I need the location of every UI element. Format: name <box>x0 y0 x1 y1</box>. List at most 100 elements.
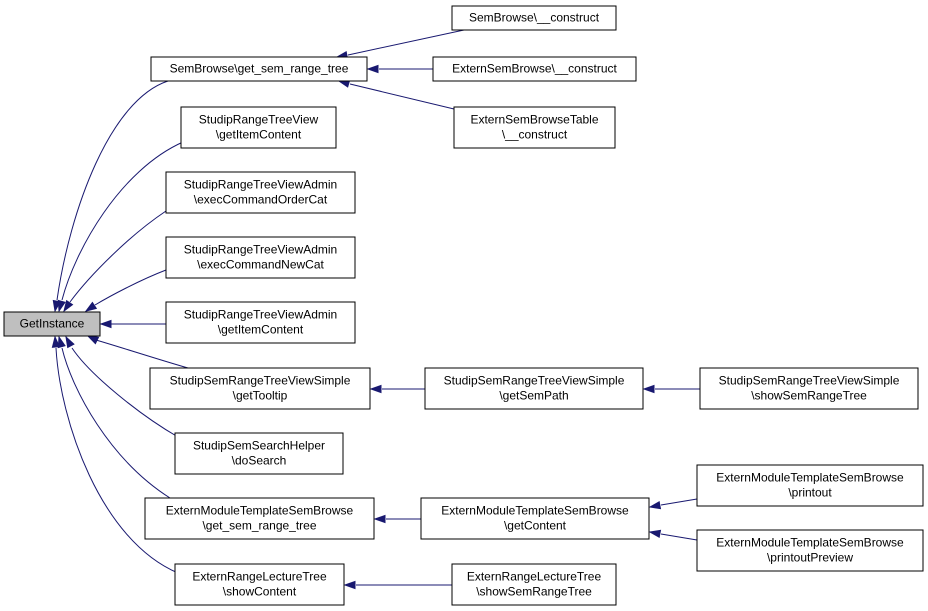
node-label: \getSemPath <box>499 389 568 403</box>
node-label: \doSearch <box>232 454 287 468</box>
arrowhead-icon <box>99 319 112 329</box>
edge-externmoduletemplatesembrowse-get-sem-range-tree-to-getinstance <box>57 335 171 499</box>
node-label: \getContent <box>504 519 567 533</box>
node-label: \__construct <box>502 128 568 142</box>
node-label: \getItemContent <box>218 323 304 337</box>
node-label: \execCommandNewCat <box>197 258 324 272</box>
node-box <box>165 236 356 279</box>
edge-studiprangetreeview-getitemcontent-to-getinstance <box>57 141 184 313</box>
node-box <box>451 563 617 606</box>
node-label: \printout <box>788 486 832 500</box>
edge-line <box>349 83 455 110</box>
node-label: \getItemContent <box>216 128 302 142</box>
edge-studipsemrangetreeviewsimple-gettooltip-to-getinstance <box>86 335 189 369</box>
node-label: \showContent <box>223 585 297 599</box>
edge-line <box>95 339 189 369</box>
arrowhead-icon <box>343 580 356 590</box>
arrowhead-icon <box>86 335 100 345</box>
edge-externsembrowse-construct-to-sembrowse-get-sem-range-tree <box>366 64 433 74</box>
edge-studiprangetreeviewadmin-execcommandnewcat-to-getinstance <box>84 269 167 312</box>
node-box <box>174 563 345 606</box>
node-box <box>420 497 650 540</box>
node-label: ExternModuleTemplateSemBrowse <box>716 471 904 485</box>
node-studipsemrangetreeviewsimple-getsempath[interactable]: StudipSemRangeTreeViewSimple\getSemPath <box>424 367 644 410</box>
node-studiprangetreeviewadmin-getitemcontent[interactable]: StudipRangeTreeViewAdmin\getItemContent <box>165 301 356 344</box>
node-label: ExternRangeLectureTree <box>192 570 327 584</box>
node-label: \getTooltip <box>233 389 288 403</box>
node-box <box>174 432 344 475</box>
edge-externmoduletemplatesembrowse-printout-to-externmoduletemplatesembrowse-getcontent <box>648 498 698 510</box>
node-box <box>165 171 356 214</box>
edge-externsembrowsetable-construct-to-sembrowse-get-sem-range-tree <box>337 79 455 110</box>
nodes-layer: GetInstanceSemBrowse\get_sem_range_treeS… <box>3 5 924 606</box>
node-label: GetInstance <box>20 317 85 331</box>
node-box <box>451 5 617 31</box>
node-label: \showSemRangeTree <box>751 389 867 403</box>
node-box <box>149 367 371 410</box>
node-externsembrowsetable-construct[interactable]: ExternSemBrowseTable\__construct <box>453 106 616 149</box>
arrowhead-icon <box>65 335 75 349</box>
node-externmoduletemplatesembrowse-printout[interactable]: ExternModuleTemplateSemBrowse\printout <box>696 464 924 507</box>
arrowhead-icon <box>57 335 66 349</box>
node-studiprangetreeviewadmin-execcommandnewcat[interactable]: StudipRangeTreeViewAdmin\execCommandNewC… <box>165 236 356 279</box>
node-studipsemsearchhelper-dosearch[interactable]: StudipSemSearchHelper\doSearch <box>174 432 344 475</box>
edge-externmoduletemplatesembrowse-printoutpreview-to-externmoduletemplatesembrowse-getcontent <box>648 529 698 541</box>
node-studiprangetreeview-getitemcontent[interactable]: StudipRangeTreeView\getItemContent <box>180 106 337 149</box>
node-label: ExternModuleTemplateSemBrowse <box>716 536 904 550</box>
node-label: StudipRangeTreeViewAdmin <box>184 308 337 322</box>
node-label: StudipRangeTreeViewAdmin <box>184 178 337 192</box>
node-label: SemBrowse\__construct <box>469 11 600 25</box>
node-box <box>696 464 924 507</box>
arrowhead-icon <box>648 529 662 538</box>
node-sembrowse-get-sem-range-tree[interactable]: SemBrowse\get_sem_range_tree <box>150 56 368 82</box>
edge-line <box>61 141 184 301</box>
edge-studiprangetreeviewadmin-getitemcontent-to-getinstance <box>99 319 166 329</box>
arrowhead-icon <box>373 514 386 524</box>
arrowhead-icon <box>648 501 662 510</box>
edge-studiprangetreeviewadmin-execcommandordercat-to-getinstance <box>63 210 167 313</box>
arrowhead-icon <box>366 64 379 74</box>
node-label: \printoutPreview <box>767 551 853 565</box>
edges-layer <box>51 29 700 590</box>
edge-line <box>61 347 171 499</box>
edge-line <box>56 80 169 301</box>
node-externmoduletemplatesembrowse-printoutpreview[interactable]: ExternModuleTemplateSemBrowse\printoutPr… <box>696 529 924 572</box>
node-label: ExternRangeLectureTree <box>467 570 602 584</box>
node-externrangelecturetree-showsemrangetree[interactable]: ExternRangeLectureTree\showSemRangeTree <box>451 563 617 606</box>
node-label: \showSemRangeTree <box>476 585 592 599</box>
edge-studipsemrangetreeviewsimple-getsempath-to-studipsemrangetreeviewsimple-gettooltip <box>369 384 425 394</box>
node-externmoduletemplatesembrowse-getcontent[interactable]: ExternModuleTemplateSemBrowse\getContent <box>420 497 650 540</box>
node-box <box>150 56 368 82</box>
edge-sembrowse-construct-to-sembrowse-get-sem-range-tree <box>335 29 465 60</box>
node-externmoduletemplatesembrowse-get-sem-range-tree[interactable]: ExternModuleTemplateSemBrowse\get_sem_ra… <box>144 497 375 540</box>
node-getinstance[interactable]: GetInstance <box>3 311 101 337</box>
edge-studipsemsearchhelper-dosearch-to-getinstance <box>65 335 179 438</box>
node-box <box>144 497 375 540</box>
node-label: ExternSemBrowse\__construct <box>452 62 617 76</box>
node-label: StudipSemRangeTreeViewSimple <box>170 374 351 388</box>
node-label: ExternSemBrowseTable <box>470 113 598 127</box>
edge-line <box>660 533 698 541</box>
node-box <box>699 367 919 410</box>
node-sembrowse-construct[interactable]: SemBrowse\__construct <box>451 5 617 31</box>
edge-line <box>660 498 698 506</box>
node-studipsemrangetreeviewsimple-showsemrangetree[interactable]: StudipSemRangeTreeViewSimple\showSemRang… <box>699 367 919 410</box>
arrowhead-icon <box>63 299 74 313</box>
arrowhead-icon <box>57 299 66 313</box>
node-label: StudipSemRangeTreeViewSimple <box>719 374 900 388</box>
node-externrangelecturetree-showcontent[interactable]: ExternRangeLectureTree\showContent <box>174 563 345 606</box>
node-label: StudipSemSearchHelper <box>193 439 325 453</box>
node-studipsemrangetreeviewsimple-gettooltip[interactable]: StudipSemRangeTreeViewSimple\getTooltip <box>149 367 371 410</box>
arrowhead-icon <box>369 384 382 394</box>
edge-line <box>69 210 167 303</box>
edge-externmoduletemplatesembrowse-getcontent-to-externmoduletemplatesembrowse-get-sem-range-tree <box>373 514 421 524</box>
edge-externrangelecturetree-showcontent-to-getinstance <box>51 335 179 574</box>
edge-line <box>94 269 167 306</box>
node-studiprangetreeviewadmin-execcommandordercat[interactable]: StudipRangeTreeViewAdmin\execCommandOrde… <box>165 171 356 214</box>
node-label: StudipRangeTreeViewAdmin <box>184 243 337 257</box>
node-externsembrowse-construct[interactable]: ExternSemBrowse\__construct <box>432 56 637 82</box>
edge-line <box>347 29 465 56</box>
node-label: \execCommandOrderCat <box>194 193 328 207</box>
node-label: \get_sem_range_tree <box>202 519 316 533</box>
